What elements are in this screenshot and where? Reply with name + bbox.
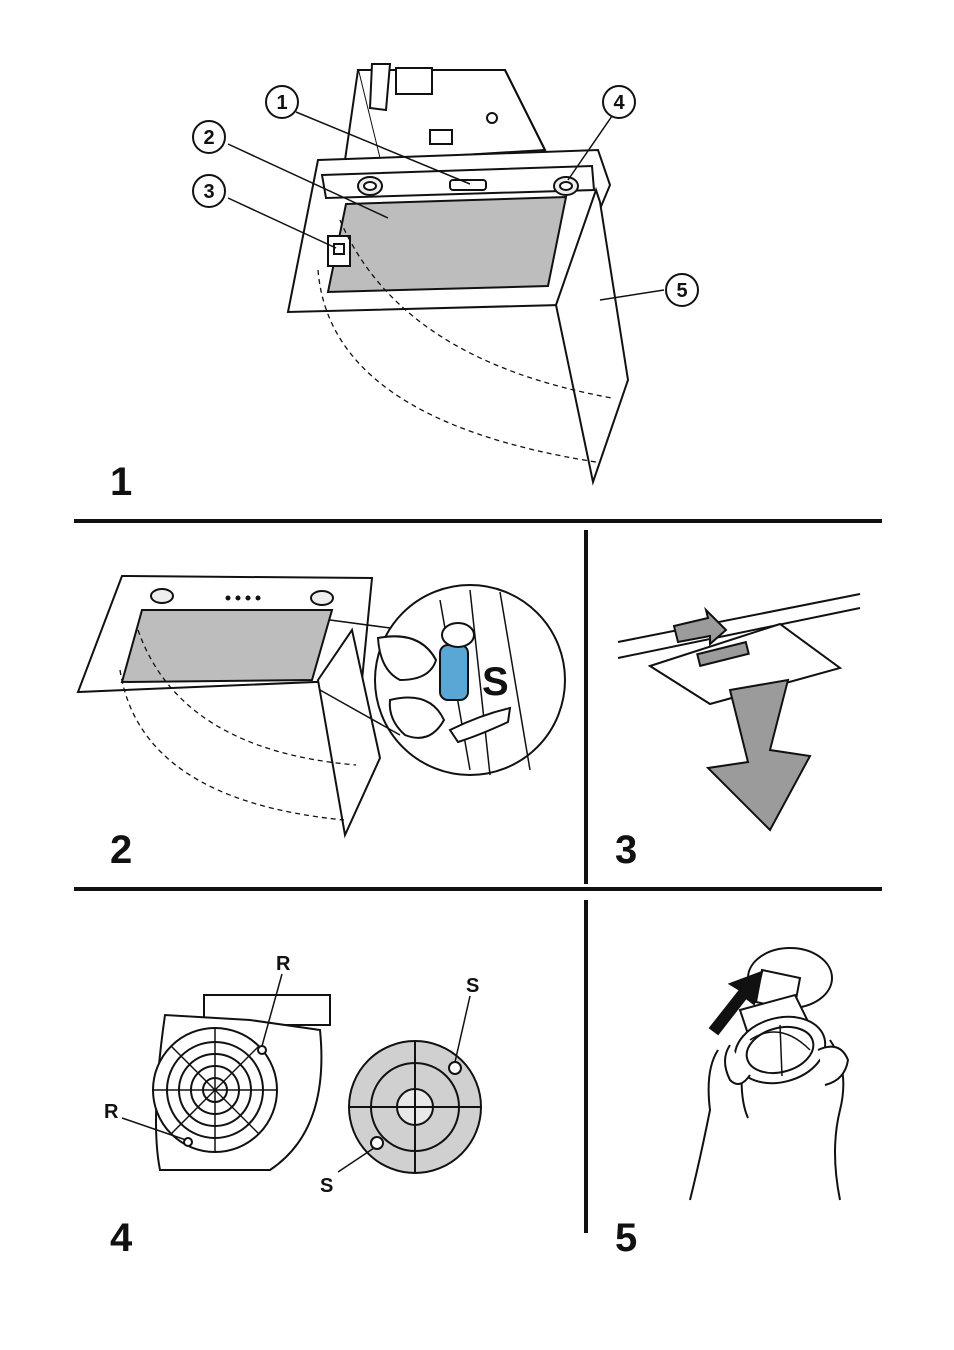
screw-r-top bbox=[258, 1046, 266, 1054]
callout-1: 1 bbox=[276, 92, 287, 114]
divider-vertical-lower bbox=[584, 900, 588, 1233]
label-s-clip: S bbox=[482, 660, 509, 704]
panel-2-diagram: S bbox=[0, 530, 584, 885]
label-s-top: S bbox=[466, 975, 479, 997]
leader-s-bottom bbox=[338, 1148, 374, 1172]
lamp-right bbox=[554, 177, 578, 195]
charcoal-filter bbox=[349, 1041, 481, 1173]
grease-filter bbox=[328, 197, 566, 292]
tab-s-bottom bbox=[371, 1137, 383, 1149]
divider-vertical-upper bbox=[584, 530, 588, 884]
down-arrow-icon bbox=[708, 680, 810, 830]
filter-latch bbox=[328, 236, 350, 266]
label-r-left: R bbox=[104, 1101, 119, 1123]
panel-5-diagram bbox=[590, 900, 890, 1220]
divider-middle bbox=[74, 887, 882, 891]
spring-clip bbox=[440, 645, 468, 700]
motor-housing bbox=[345, 64, 545, 160]
grease-filter-2 bbox=[122, 610, 332, 682]
panel-4-diagram: R R S S bbox=[0, 900, 584, 1200]
label-s-bottom: S bbox=[320, 1175, 333, 1197]
push-arrow-icon bbox=[674, 610, 726, 644]
control-buttons bbox=[450, 180, 486, 190]
leader-s-top bbox=[455, 996, 470, 1062]
panel-1-diagram: 1 2 3 4 5 bbox=[0, 0, 954, 520]
panel-number-4: 4 bbox=[110, 1218, 132, 1258]
callout-4: 4 bbox=[613, 92, 625, 114]
panel-number-2: 2 bbox=[110, 830, 132, 870]
panel-number-1: 1 bbox=[110, 462, 132, 502]
label-r-top: R bbox=[276, 953, 291, 975]
callout-5: 5 bbox=[676, 280, 687, 302]
callout-3: 3 bbox=[203, 181, 214, 203]
callout-2: 2 bbox=[203, 127, 214, 149]
lamp-left bbox=[358, 177, 382, 195]
panel-number-5: 5 bbox=[615, 1218, 637, 1258]
panel-number-3: 3 bbox=[615, 830, 637, 870]
blower-motor bbox=[153, 995, 330, 1170]
tab-s-top bbox=[449, 1062, 461, 1074]
